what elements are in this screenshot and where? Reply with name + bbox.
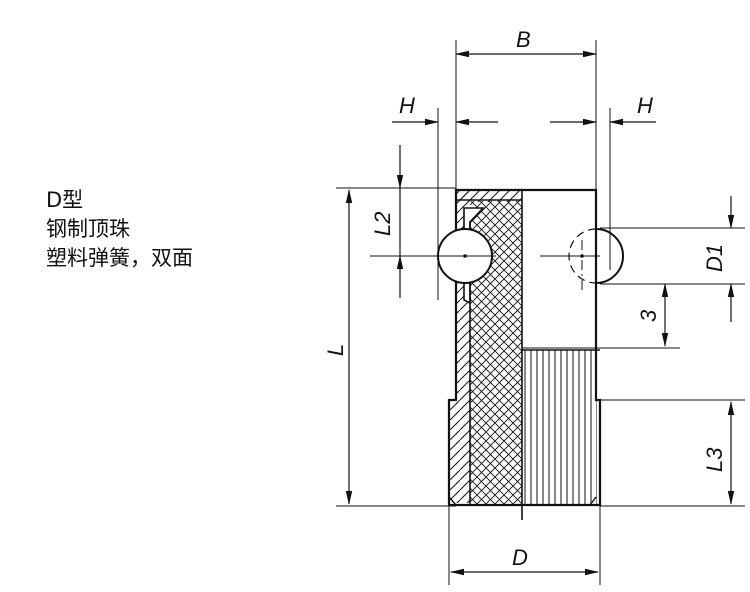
extension-lines xyxy=(336,40,745,585)
label-D: D xyxy=(512,545,528,570)
label-L2: L2 xyxy=(370,212,395,236)
label-L: L xyxy=(323,344,348,356)
knurled-zone xyxy=(522,350,597,505)
dimension-lines xyxy=(345,50,735,576)
caption-spring-material: 塑料弹簧，双面 xyxy=(46,246,193,270)
body-outline xyxy=(447,188,602,507)
lower-shoulder-hatch xyxy=(449,400,457,503)
product-caption: D型 钢制顶珠 塑料弹簧，双面 xyxy=(46,186,193,273)
label-B: B xyxy=(516,27,531,52)
label-3: 3 xyxy=(636,309,661,322)
ball-right xyxy=(540,228,624,290)
label-H-left: H xyxy=(399,93,415,118)
label-H-right: H xyxy=(637,93,653,118)
caption-ball-material: 钢制顶珠 xyxy=(46,217,130,241)
label-D1: D1 xyxy=(702,244,727,272)
label-L3: L3 xyxy=(702,447,727,472)
caption-type: D型 xyxy=(46,188,84,212)
top-wall-hatch xyxy=(456,190,522,202)
